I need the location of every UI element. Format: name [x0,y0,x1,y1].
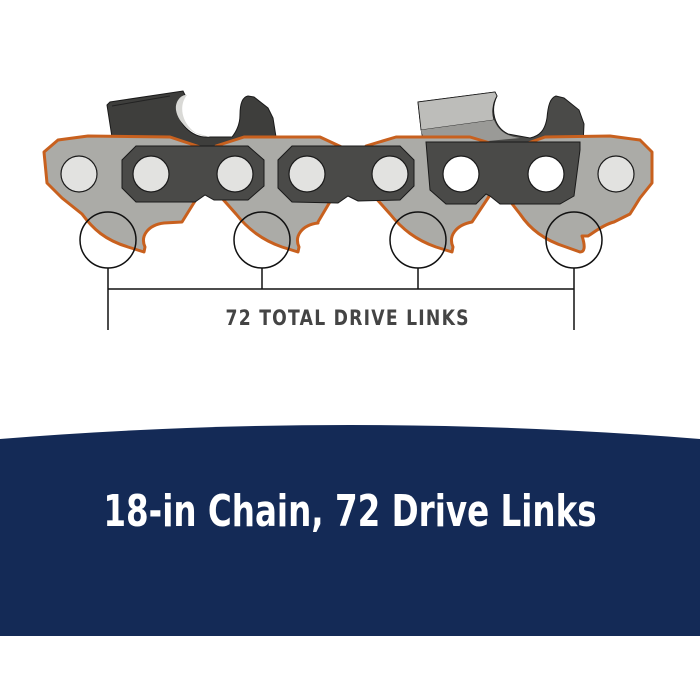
drive-link-count-caption: 72 TOTAL DRIVE LINKS [225,306,470,330]
rivet [288,155,326,193]
rivet [371,155,409,193]
rivet [442,155,480,193]
banner-headline: 18-in Chain, 72 Drive Links [103,486,597,537]
rivet [216,155,254,193]
side-straps [121,141,581,205]
rivet [132,155,170,193]
rivet [597,155,635,193]
rivet [60,155,98,193]
banner-background [0,425,700,636]
count-bracket [107,268,575,330]
rivets [60,155,635,193]
rivet [527,155,565,193]
